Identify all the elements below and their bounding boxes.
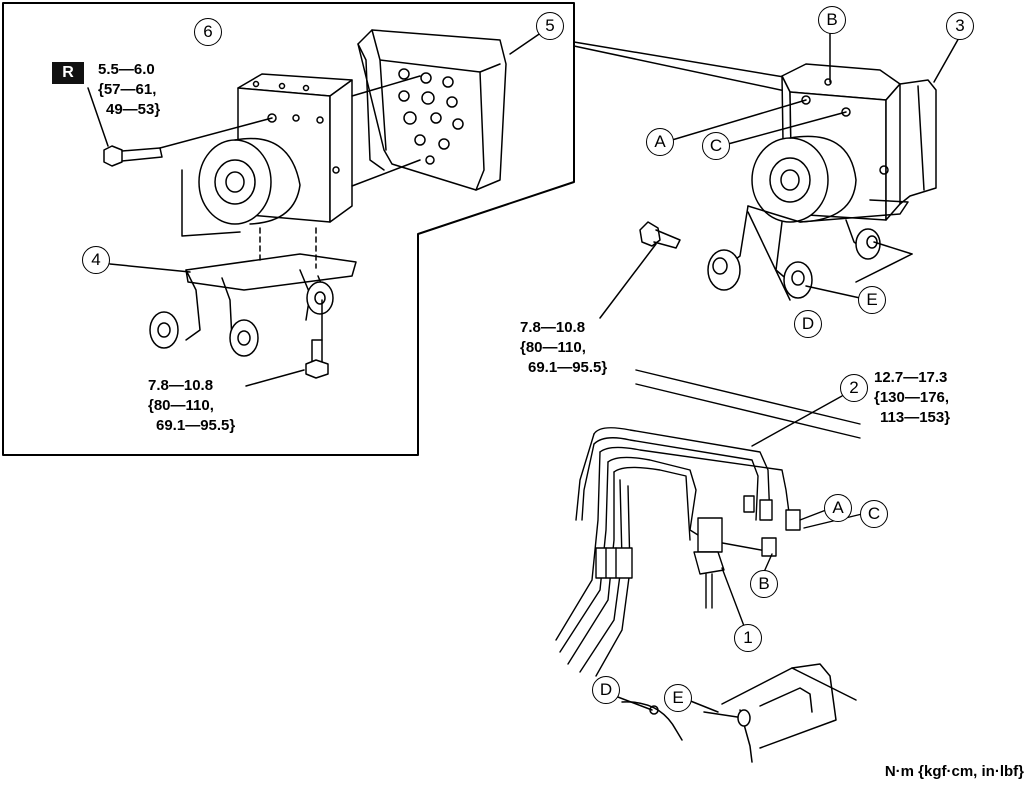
callout-5: 5 <box>536 12 564 40</box>
torque-kgfcm: {57—61, <box>98 81 157 98</box>
ecu-module-inset <box>351 27 549 191</box>
torque-spec-bracket-bolt-left: 7.8—10.8 {80—110, 69.1—95.5} <box>148 376 235 436</box>
hu-cm-unit-main <box>751 63 937 223</box>
torque-inlbf: 69.1—95.5} <box>528 359 608 376</box>
callout-a-pipe: A <box>824 494 852 522</box>
hu-cm-unit-inset <box>181 73 353 237</box>
torque-kgfcm: {80—110, <box>148 397 214 414</box>
bracket-main <box>707 199 913 301</box>
hu-mount-bolt-inset <box>87 87 273 167</box>
torque-kgfcm: {80—110, <box>520 339 586 356</box>
callout-d-bottom: D <box>592 676 620 704</box>
torque-nm: 5.5—6.0 <box>98 61 155 78</box>
callout-1: 1 <box>734 624 762 652</box>
zoom-line-lower <box>573 45 791 93</box>
callout-d-main: D <box>794 310 822 338</box>
callout-2: 2 <box>840 374 868 402</box>
callout-b-pipe: B <box>750 570 778 598</box>
torque-kgfcm: {130—176, <box>874 389 950 406</box>
callout-6: 6 <box>194 18 222 46</box>
torque-nm: 7.8—10.8 <box>520 319 586 336</box>
callout-b-main: B <box>818 6 846 34</box>
bracket-bolt-main <box>599 221 681 319</box>
callout-e-main: E <box>858 286 886 314</box>
callout-c-main: C <box>702 132 730 160</box>
bracket-inset <box>109 227 357 357</box>
detail-inset-frame <box>2 2 575 456</box>
callout-3: 3 <box>946 12 974 40</box>
torque-unit-legend: N·m {kgf·cm, in·lbf} <box>884 763 1024 780</box>
replace-part-badge: R <box>52 62 84 84</box>
torque-spec-brake-pipe: 12.7—17.3 {130—176, 113—153} <box>874 368 950 428</box>
torque-inlbf: 49—53} <box>106 101 161 118</box>
torque-spec-bracket-bolt-right: 7.8—10.8 {80—110, 69.1—95.5} <box>520 318 607 378</box>
torque-nm: 7.8—10.8 <box>148 377 214 394</box>
zoom-line-upper <box>573 41 791 79</box>
bracket-bolt-inset <box>245 339 329 387</box>
callout-c-pipe: C <box>860 500 888 528</box>
brake-pipe-assembly <box>555 369 863 677</box>
callout-e-bottom: E <box>664 684 692 712</box>
callout-a-main: A <box>646 128 674 156</box>
torque-spec-hu-bolt: 5.5—6.0 {57—61, 49—53} <box>98 60 160 120</box>
callout-4: 4 <box>82 246 110 274</box>
torque-nm: 12.7—17.3 <box>874 369 948 386</box>
torque-inlbf: 69.1—95.5} <box>156 417 236 434</box>
bottom-bracket-detail <box>609 663 857 763</box>
torque-inlbf: 113—153} <box>880 409 951 426</box>
